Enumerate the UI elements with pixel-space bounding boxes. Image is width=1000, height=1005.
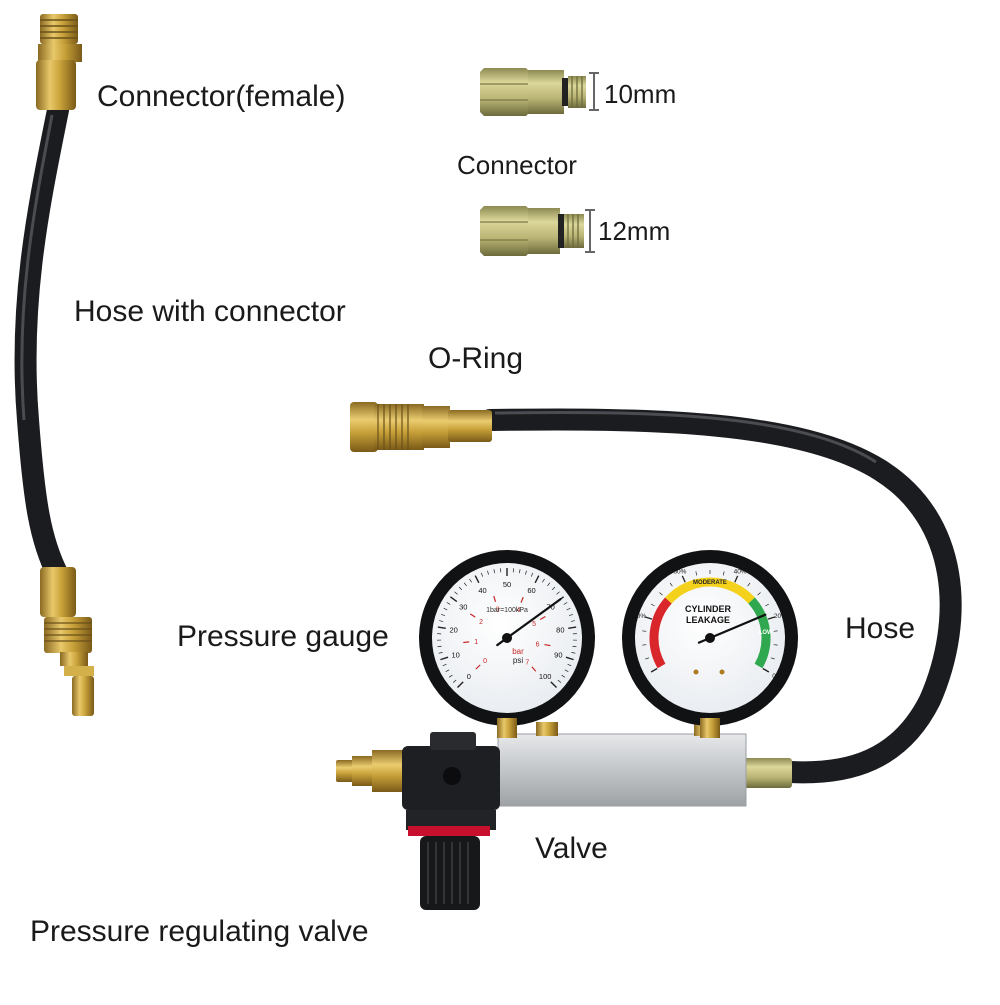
label-size-12mm: 12mm <box>598 218 670 244</box>
hose-with-connector <box>22 14 94 716</box>
dimension-marker-12mm <box>585 210 595 252</box>
psi-tick-label: 30 <box>459 602 467 611</box>
pressure-needle-hub <box>502 633 512 643</box>
connector-10mm <box>480 68 599 116</box>
psi-tick-label: 20 <box>449 626 457 635</box>
bar-tick-label: 5 <box>532 621 536 628</box>
label-valve: Valve <box>535 834 608 864</box>
dimension-marker-10mm <box>589 73 599 110</box>
hose-ferrule <box>744 758 792 788</box>
label-o-ring: O-Ring <box>428 344 523 374</box>
leakage-tick-label: 40% <box>734 568 747 575</box>
leakage-tick-label: 20% <box>774 613 787 620</box>
pressure-unit-psi: psi <box>513 656 523 665</box>
psi-tick <box>438 646 442 647</box>
leakage-tick-label: 60% <box>673 568 686 575</box>
bar-tick-label: 6 <box>536 641 540 648</box>
psi-tick-label: 90 <box>554 651 562 660</box>
label-hose: Hose <box>845 614 915 644</box>
psi-tick-label: 100 <box>539 672 552 681</box>
leakage-title-line1: CYLINDER <box>685 604 732 614</box>
quick-coupler <box>350 402 492 452</box>
female-connector <box>36 14 82 110</box>
pressure-unit-caption: 1bar=100kPa <box>486 607 528 614</box>
psi-tick <box>572 646 576 647</box>
leakage-zone-moderate: MODERATE <box>693 580 727 586</box>
bar-tick-label: 1 <box>474 639 478 646</box>
psi-tick-label: 60 <box>527 586 535 595</box>
label-connector: Connector <box>457 152 577 178</box>
bar-tick-label: 2 <box>479 619 483 626</box>
leakage-needle-hub <box>705 633 715 643</box>
label-hose-with-connector: Hose with connector <box>74 297 346 327</box>
leakage-tick-label: 80% <box>633 613 646 620</box>
psi-tick-label: 0 <box>467 672 471 681</box>
leakage-tick-label: 0 <box>772 673 776 680</box>
connector-12mm <box>480 206 595 256</box>
label-pressure-regulating-valve: Pressure regulating valve <box>30 917 369 947</box>
label-connector-female: Connector(female) <box>97 82 345 112</box>
psi-tick-label: 80 <box>556 626 564 635</box>
leakage-title-line2: LEAKAGE <box>686 615 730 625</box>
male-plug <box>40 567 94 716</box>
pressure-unit-bar: bar <box>512 647 524 656</box>
pressure-regulator <box>336 732 500 910</box>
psi-tick-label: 10 <box>451 651 459 660</box>
leakage-gauge: 80%60%40%20%0 CYLINDER LEAKAGE MODERATE … <box>622 550 798 738</box>
psi-tick-label: 40 <box>478 586 486 595</box>
label-size-10mm: 10mm <box>604 81 676 107</box>
psi-tick-label: 50 <box>503 580 511 589</box>
leakage-zone-low: LOW <box>759 630 773 636</box>
bar-tick-label: 7 <box>525 659 529 666</box>
bar-tick-label: 0 <box>483 658 487 665</box>
left-hose-tube <box>25 110 58 575</box>
bar-tick <box>463 642 469 643</box>
label-pressure-gauge: Pressure gauge <box>177 622 389 652</box>
inlet-plug <box>336 750 404 792</box>
